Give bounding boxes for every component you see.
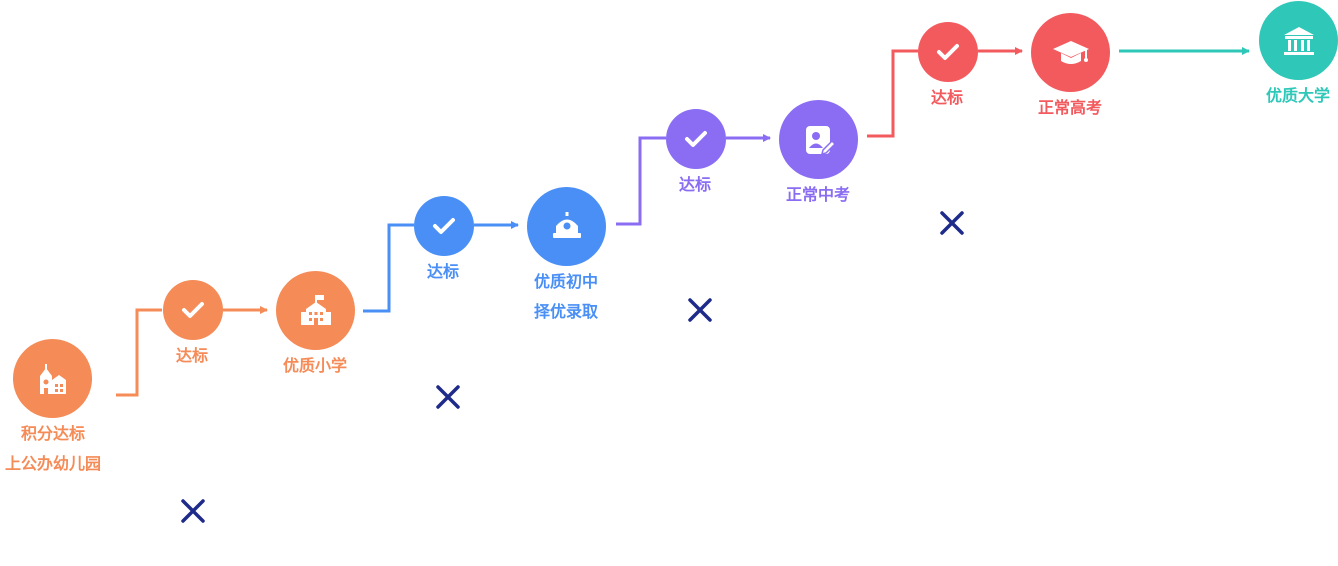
check-node-3: [666, 109, 726, 169]
university-node: [1259, 1, 1338, 80]
primary-label: 优质小学: [282, 356, 348, 375]
kindergarten-label-1: 积分达标: [20, 424, 86, 443]
junior-node: [527, 187, 606, 266]
check-icon: [685, 131, 707, 147]
connector-step-3: [616, 136, 666, 226]
school-icon: [300, 294, 331, 325]
graduation-cap-icon: [1052, 40, 1089, 64]
university-icon: [1283, 26, 1314, 55]
exam-paper-icon: [805, 125, 836, 155]
university-label: 优质大学: [1265, 86, 1331, 105]
check-label-2: 达标: [426, 262, 460, 281]
check-icon: [182, 302, 204, 318]
kindergarten-node: [13, 339, 92, 418]
connector-step-2: [363, 223, 414, 313]
check-label-1: 达标: [175, 346, 209, 365]
connector-step-4: [867, 49, 918, 138]
connector-step-1: [116, 308, 162, 397]
bell-dome-icon: [552, 211, 581, 238]
check-node-4: [918, 22, 978, 82]
cross-icon: [436, 385, 460, 409]
cross-icon: [181, 499, 205, 523]
school-building-icon: [39, 363, 66, 394]
check-label-4: 达标: [930, 88, 964, 107]
primary-node: [276, 271, 355, 350]
check-label-3: 达标: [678, 175, 712, 194]
zhongkao-label: 正常中考: [785, 185, 851, 204]
check-node-1: [163, 280, 223, 340]
gaokao-node: [1031, 13, 1110, 92]
junior-label-1: 优质初中: [533, 272, 599, 291]
check-icon: [433, 218, 455, 234]
kindergarten-label-2: 上公办幼儿园: [4, 454, 102, 473]
junior-label-2: 择优录取: [533, 302, 599, 321]
cross-icon: [940, 211, 964, 235]
check-icon: [937, 44, 959, 60]
cross-icon: [688, 298, 712, 322]
zhongkao-node: [779, 100, 858, 179]
gaokao-label: 正常高考: [1037, 98, 1103, 117]
check-node-2: [414, 196, 474, 256]
